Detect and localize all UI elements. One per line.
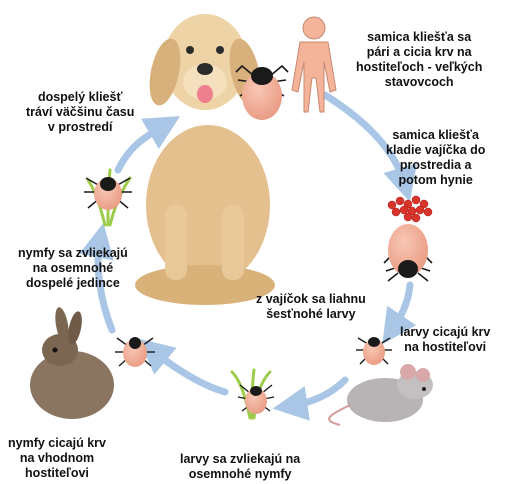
dog-image <box>135 14 275 305</box>
arrow-grass-to-nymph <box>152 350 225 392</box>
stage-female-lays: samica kliešťa kladie vajíčka do prostre… <box>386 128 485 188</box>
tick-icon <box>384 224 432 281</box>
arrow-to-larva <box>392 285 410 330</box>
stage-larvae-molt: larvy sa zvliekajú na osemnohé nymfy <box>180 452 300 482</box>
tick-icon <box>356 337 392 365</box>
stage-larvae-hatch: z vajíčok sa liahnu šesťnohé larvy <box>256 292 366 322</box>
egg-cluster-icon <box>388 196 432 222</box>
tick-icon <box>115 337 155 367</box>
stage-nymphs-feed: nymfy cicajú krv na vhodnom hostiteľovi <box>8 436 106 481</box>
stage-larvae-feed: larvy cicajú krv na hostiteľovi <box>400 325 490 355</box>
stage-adult-waits: dospelý kliešť tráví väčšinu času v pros… <box>26 90 134 135</box>
stage-nymphs-molt: nymfy sa zvliekajú na osemnohé dospelé j… <box>18 246 128 291</box>
arrow-mouse-to-grass <box>290 380 345 406</box>
mouse-image <box>329 364 433 425</box>
tick-icon <box>84 177 132 210</box>
rabbit-image <box>30 306 114 419</box>
stage-female-feeds: samica kliešťa sa pári a cicia krv na ho… <box>356 30 482 90</box>
